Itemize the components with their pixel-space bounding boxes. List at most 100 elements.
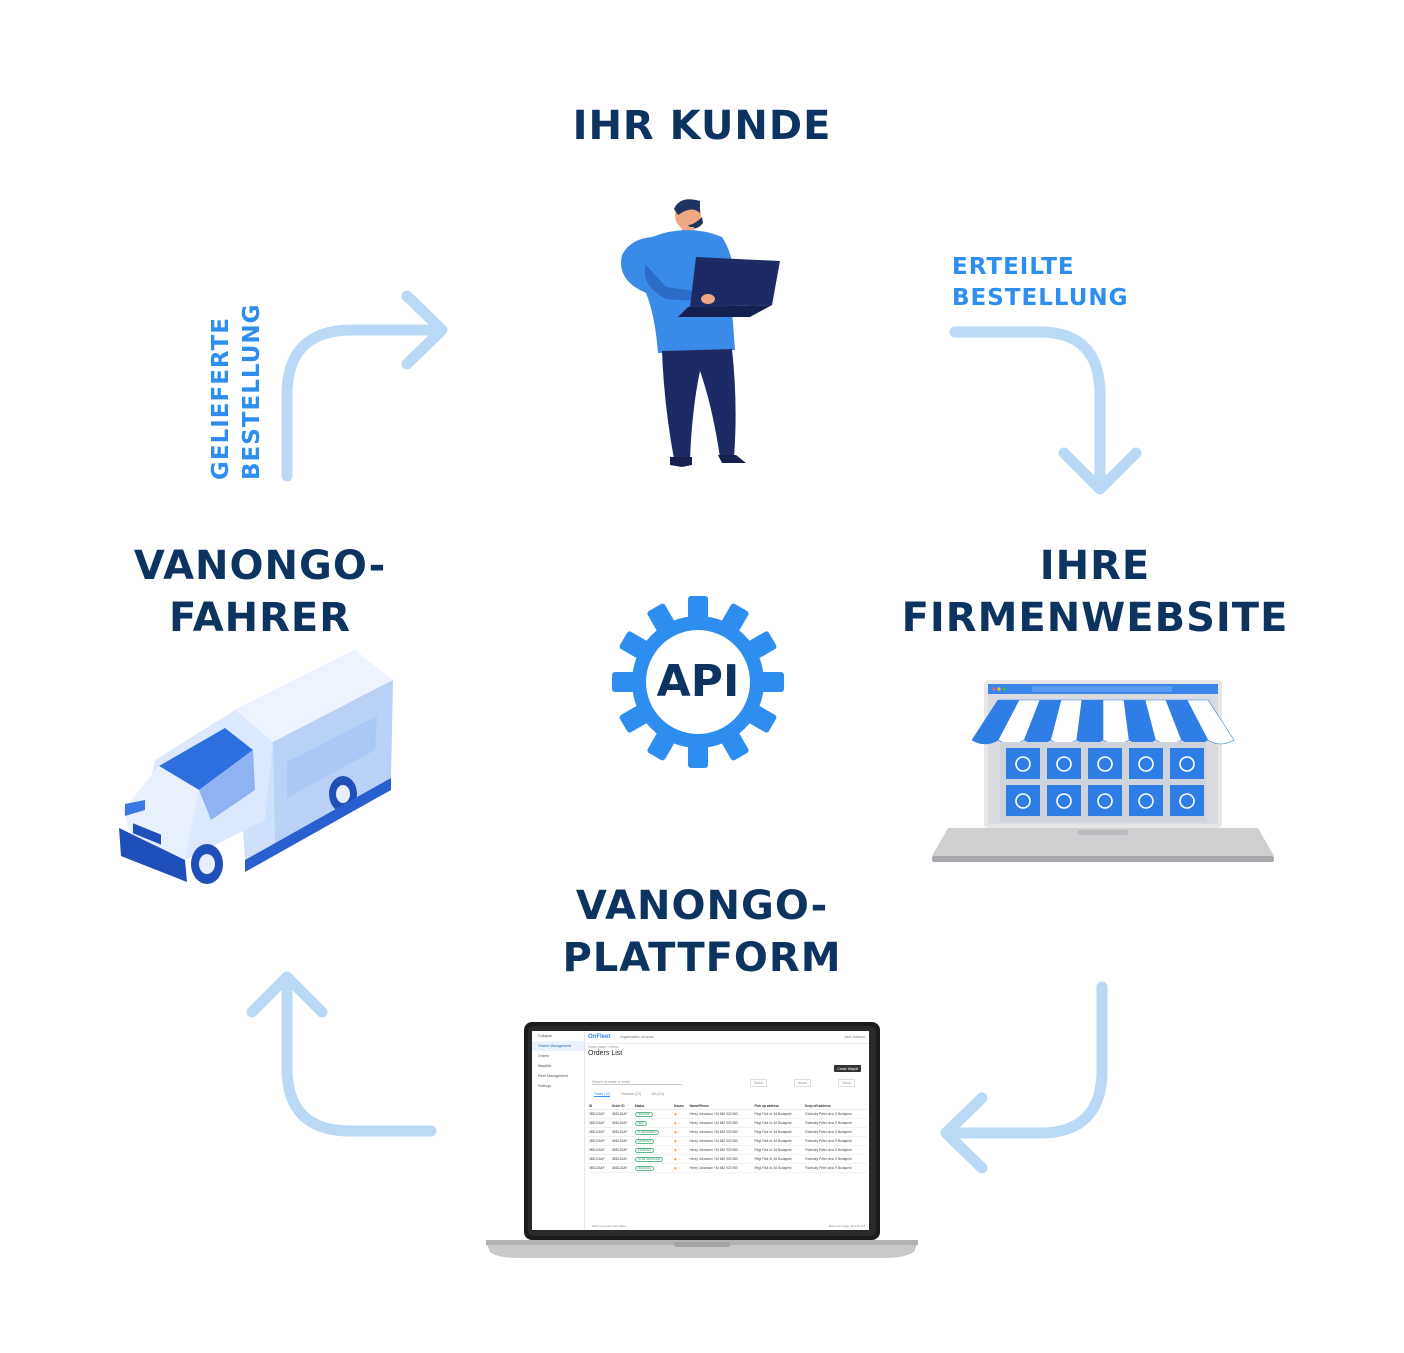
status-badge: ASSIGNED bbox=[633, 1163, 674, 1173]
gear-tooth bbox=[612, 672, 636, 692]
api-gear-icon bbox=[612, 596, 784, 768]
shop-product-icon bbox=[1179, 756, 1195, 772]
table-cell: Henry Johanson +34 682 923 983 bbox=[688, 1127, 754, 1137]
ordered-label-line2: BESTELLUNG bbox=[952, 285, 1129, 311]
customer-person-illustration bbox=[621, 199, 780, 467]
table-cell: 3BD124AF bbox=[588, 1109, 611, 1119]
column-header: Pick up address bbox=[753, 1103, 805, 1110]
website-shop-laptop-illustration bbox=[932, 680, 1274, 862]
status-badge-label: TO BE RESOLVED bbox=[634, 1157, 664, 1162]
pagination[interactable]: Rows per page: 10 1-8 of 8 bbox=[828, 1224, 865, 1228]
shop-product-tile bbox=[1006, 785, 1040, 816]
page-title: Orders List bbox=[588, 1050, 623, 1057]
issues-filter[interactable]: Issues bbox=[794, 1079, 812, 1087]
shop-product-icon bbox=[1179, 793, 1195, 809]
dashboard-logo: OnFleet bbox=[588, 1034, 611, 1040]
website-title: IHRE FIRMENWEBSITE bbox=[880, 540, 1310, 644]
create-waybill-button[interactable]: Create Waybill bbox=[834, 1065, 861, 1072]
dashboard-main: Home page / Orders Orders List bbox=[588, 1045, 865, 1230]
table-cell: Henry Johanson +34 682 923 983 bbox=[688, 1154, 754, 1164]
sidebar-item[interactable]: Orders bbox=[538, 1054, 549, 1058]
table-cell: Füzesdry Péter utca, 9 Budapest bbox=[804, 1136, 867, 1146]
driver-title-line2: FAHRER bbox=[168, 595, 352, 641]
tab-overdue[interactable]: Overdue (12) bbox=[620, 1092, 641, 1096]
shop-product-tile bbox=[1129, 748, 1163, 779]
sidebar-item[interactable]: Waybills bbox=[538, 1064, 552, 1068]
table-cell: 3BD124AF bbox=[588, 1154, 611, 1164]
issues-icons: ▣ ○ bbox=[673, 1109, 689, 1119]
table-cell: 3BD124AF bbox=[588, 1163, 611, 1173]
table-cell: Füzesdry Péter utca, 9 Budapest bbox=[804, 1109, 867, 1119]
group-filter[interactable]: Group bbox=[838, 1079, 855, 1087]
table-cell: Füzesdry Péter utca, 9 Budapest bbox=[804, 1145, 867, 1155]
status-badge-label: CREATED bbox=[634, 1112, 653, 1117]
shop-product-tile bbox=[1006, 748, 1040, 779]
tab-today[interactable]: Today (12) bbox=[594, 1092, 611, 1097]
status-badge: TO BE RESOLVED bbox=[633, 1154, 674, 1164]
shop-product-tile bbox=[1047, 748, 1081, 779]
column-header: Order ID bbox=[610, 1103, 634, 1110]
ordered-label-line1: ERTEILTE bbox=[952, 254, 1075, 280]
table-cell: Régi Főút út, 64 Budapest bbox=[753, 1154, 805, 1164]
table-cell: 3BD124AF bbox=[610, 1127, 634, 1137]
user-name[interactable]: John Johnson bbox=[843, 1035, 865, 1039]
driver-title-line1: VANONGO- bbox=[133, 543, 387, 589]
search-input[interactable]: Search by name or email bbox=[592, 1080, 682, 1085]
tab-all[interactable]: All (112) bbox=[651, 1092, 665, 1096]
platform-title-line1: VANONGO- bbox=[575, 883, 829, 929]
org-selector[interactable]: Organization: all areas bbox=[620, 1035, 654, 1039]
sidebar-item[interactable]: Orders Management bbox=[532, 1041, 584, 1051]
table-cell: Régi Főút út, 64 Budapest bbox=[753, 1145, 805, 1155]
status-badge: ASSIGNED bbox=[633, 1136, 674, 1146]
table-cell: Régi Főút út, 64 Budapest bbox=[753, 1136, 805, 1146]
awning-stripe bbox=[1186, 699, 1235, 745]
shop-product-icon bbox=[1056, 756, 1072, 772]
shop-product-tile bbox=[1129, 785, 1163, 816]
website-title-line1: IHRE bbox=[1039, 543, 1151, 589]
dashboard-sidebar: Collapse Orders Management Orders Waybil… bbox=[532, 1031, 585, 1230]
customer-title: IHR KUNDE bbox=[572, 103, 832, 149]
issues-icons: ▣ ○ bbox=[673, 1154, 689, 1164]
sidebar-item[interactable]: Collapse bbox=[538, 1034, 552, 1038]
table-cell: Henry Johanson +34 682 923 983 bbox=[688, 1109, 754, 1119]
table-header: ID Order ID Status Issues Name/Phone Pic… bbox=[588, 1103, 867, 1110]
gear-tooth bbox=[760, 672, 784, 692]
table-cell: Henry Johanson +34 682 923 983 bbox=[688, 1136, 754, 1146]
gear-tooth bbox=[688, 744, 708, 768]
platform-dashboard-screen: Collapse Orders Management Orders Waybil… bbox=[532, 1031, 869, 1230]
status-badge: ASSIGNED bbox=[633, 1145, 674, 1155]
table-cell: Füzesdry Péter utca, 9 Budapest bbox=[804, 1118, 867, 1128]
column-header: Name/Phone bbox=[688, 1103, 754, 1110]
driver-title: VANONGO- FAHRER bbox=[110, 540, 410, 644]
footer-filter[interactable]: Filter by period: all orders bbox=[592, 1224, 626, 1228]
sidebar-item[interactable]: Settings bbox=[538, 1084, 551, 1088]
table-cell: 3BD124AF bbox=[610, 1145, 634, 1155]
column-header: ID bbox=[588, 1103, 611, 1110]
dashboard-topbar: OnFleet Organization: all areas John Joh… bbox=[584, 1031, 869, 1044]
shop-product-icon bbox=[1097, 756, 1113, 772]
table-cell: Régi Főút út, 64 Budapest bbox=[753, 1163, 805, 1173]
status-badge-label: ASSIGNED bbox=[634, 1148, 655, 1153]
status-badge-label: ASSIGNED bbox=[634, 1139, 655, 1144]
status-filter[interactable]: Status bbox=[750, 1079, 768, 1087]
orders-table: ID Order ID Status Issues Name/Phone Pic… bbox=[588, 1103, 867, 1173]
table-cell: Henry Johanson +34 682 923 983 bbox=[688, 1163, 754, 1173]
column-header: Issues bbox=[673, 1103, 689, 1110]
status-badge: NEW bbox=[633, 1118, 674, 1128]
table-footer: Filter by period: all orders Rows per pa… bbox=[592, 1224, 865, 1228]
sidebar-item[interactable]: Fleet Management bbox=[538, 1074, 568, 1078]
table-cell: 3BD124AF bbox=[610, 1154, 634, 1164]
platform-title-line2: PLATTFORM bbox=[562, 935, 842, 981]
issues-icons: ▣ ○ bbox=[673, 1163, 689, 1173]
table-cell: Régi Főút út, 64 Budapest bbox=[753, 1127, 805, 1137]
